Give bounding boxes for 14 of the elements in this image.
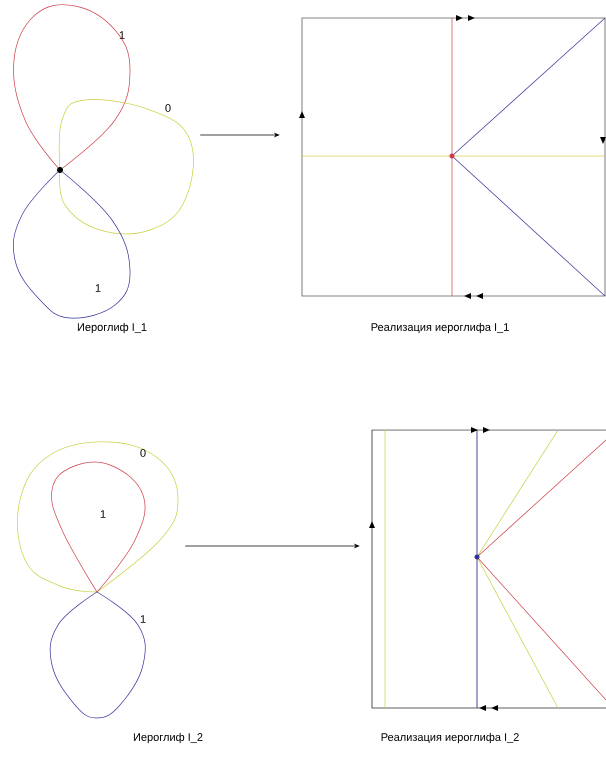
- loop-label: 0: [140, 449, 146, 457]
- loop-label: 1: [96, 284, 101, 292]
- loop-label: 1: [140, 615, 146, 623]
- square-diagram-drawing: [369, 427, 606, 711]
- curve-drawing: [12, 4, 194, 318]
- node-label: Иероглиф I_1: [78, 322, 146, 334]
- node-label: Реализация иероглифа I_1: [372, 322, 509, 334]
- loop-label: 1: [100, 510, 106, 518]
- square-diagram-drawing: [299, 15, 606, 299]
- node-label: Иероглиф I_2: [134, 732, 202, 744]
- node-label: Реализация иероглифа I_2: [382, 732, 519, 744]
- loop-label: 0: [165, 104, 171, 112]
- curve-drawing: [17, 441, 178, 718]
- loop-label: 1: [120, 31, 125, 39]
